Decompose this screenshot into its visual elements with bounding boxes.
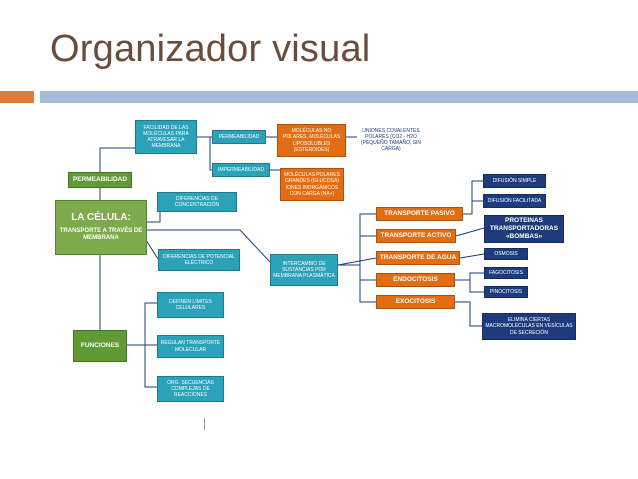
title-accent-bar-blue xyxy=(40,91,638,103)
slide-title: Organizador visual xyxy=(50,28,371,70)
title-accent-bar-orange xyxy=(0,91,34,103)
moleculas-polares-node: MOLÉCULAS POLARES GRANDES (GLUCOSA) IONE… xyxy=(280,168,344,201)
potencial-electrico-node: DIFERENCIAS DE POTENCIAL ELÉCTRICO xyxy=(158,249,240,271)
transporte-agua-node: TRANSPORTE DE AGUA xyxy=(376,251,460,265)
funciones-node: FUNCIONES xyxy=(73,330,127,362)
endocitosis-node: ENDOCITOSIS xyxy=(376,273,455,287)
permeabilidad-node: PERMEABILIDAD xyxy=(68,172,132,188)
elimina-macromoleculas-node: ELIMINA CIERTAS MACROMOLÉCULAS EN VESÍCU… xyxy=(482,313,576,340)
org-secuencias-node: ORG. SECUENCIAS COMPLEJAS DE REACCIONES xyxy=(157,376,224,402)
celula-subtitle: TRANSPORTE A TRAVÉS DE MEMBRANA xyxy=(59,227,143,242)
no-polares-node: MOLÉCULAS NO POLARES, MOLÉCULAS LIPOSOLU… xyxy=(277,124,346,157)
proteinas-transportadoras-node: PROTEINAS TRANSPORTADORAS «BOMBAS» xyxy=(484,215,564,243)
definen-limites-node: DEFINEN LÍMITES CELULARES xyxy=(157,292,224,318)
difusion-simple-node: DIFUSIÓN SIMPLE xyxy=(483,174,546,188)
celula-title: LA CÉLULA: xyxy=(71,212,131,224)
osmosis-node: OSMOSIS xyxy=(484,248,528,260)
impermeabilidad-node: IMPERMEABILIDAD xyxy=(212,163,270,177)
facilidad-node: FACILIDAD DE LAS MOLÉCULAS PARA ATRAVESA… xyxy=(135,120,197,154)
transporte-pasivo-node: TRANSPORTE PASIVO xyxy=(376,207,463,221)
transporte-activo-node: TRANSPORTE ACTIVO xyxy=(376,229,456,243)
permeabilidad-small-node: PERMEABILIDAD xyxy=(212,130,266,144)
intercambio-node: INTERCAMBIO DE SUSTANCIAS POR MEMBRANA P… xyxy=(270,254,338,286)
diferencias-concentracion-node: DIFERENCIAS DE CONCENTRACIÓN xyxy=(157,192,237,212)
difusion-facilitada-node: DIFUSIÓN FACILITADA xyxy=(483,194,546,208)
celula-node: LA CÉLULA: TRANSPORTE A TRAVÉS DE MEMBRA… xyxy=(55,200,147,255)
cursor-mark xyxy=(204,418,205,430)
regulan-transporte-node: REGULAN TRANSPORTE MOLECULAR xyxy=(157,335,224,358)
exocitosis-node: EXOCITOSIS xyxy=(376,295,455,309)
fagocitosis-node: FAGOCITOSIS xyxy=(484,267,528,279)
pinocitosis-node: PINOCITOSIS xyxy=(484,286,528,298)
iones-covalentes-text: UNIONES COVALENTES POLARES (CO2 - H2O (P… xyxy=(357,124,425,156)
